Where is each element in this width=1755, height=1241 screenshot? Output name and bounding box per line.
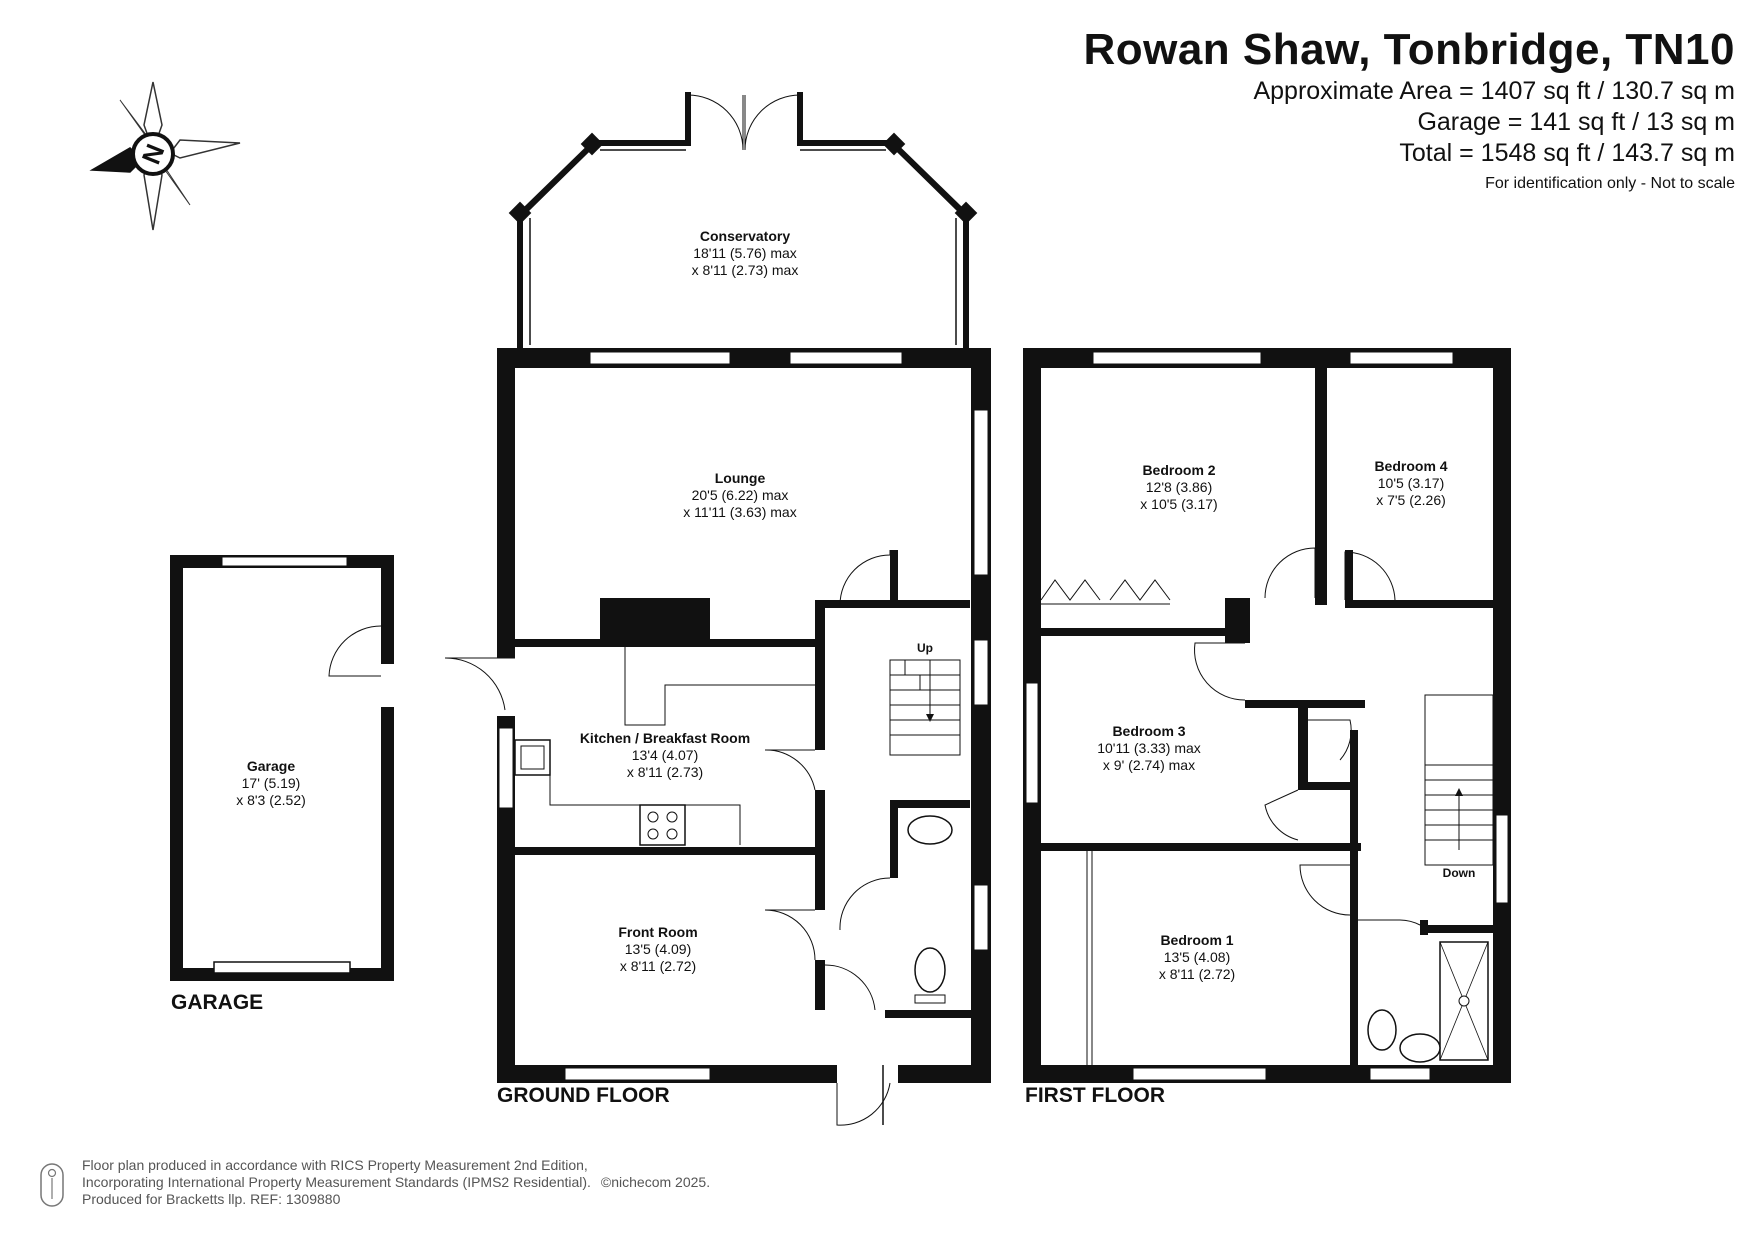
garage-wall-right bbox=[381, 555, 394, 664]
scale-note: For identification only - Not to scale bbox=[1485, 175, 1735, 192]
first-floor-plan: Down Bedroom 2 12'8 (3.86) x 10'5 (3.17)… bbox=[1023, 348, 1511, 1107]
bedroom3-room-dim2: x 9' (2.74) max bbox=[1103, 757, 1195, 773]
first-wall-right bbox=[1493, 348, 1511, 1083]
kitchen-room-dim2: x 8'11 (2.73) bbox=[627, 764, 703, 780]
front-room-name: Front Room bbox=[618, 924, 697, 940]
lounge-room-dim1: 20'5 (6.22) max bbox=[692, 487, 789, 503]
stairs-down-label: Down bbox=[1443, 866, 1476, 880]
ground-floor-label: GROUND FLOOR bbox=[497, 1084, 670, 1107]
ground-stairs bbox=[889, 659, 961, 756]
toilet-icon bbox=[914, 947, 946, 993]
bed4-window-top bbox=[1349, 351, 1454, 365]
bed2-window-top bbox=[1092, 351, 1262, 365]
basin-icon bbox=[907, 815, 953, 845]
first-wall-bottom bbox=[1023, 1065, 1511, 1083]
ground-floor-plan: Conservatory 18'11 (5.76) max x 8'11 (2.… bbox=[444, 92, 991, 1126]
garage-side-door-swing bbox=[328, 625, 382, 677]
approx-area: Approximate Area = 1407 sq ft / 130.7 sq… bbox=[1253, 77, 1735, 105]
ground-wall-top bbox=[497, 348, 991, 368]
landing-window-right bbox=[1495, 814, 1509, 904]
bathroom-fittings bbox=[1367, 941, 1489, 1063]
kitchen-room-name: Kitchen / Breakfast Room bbox=[580, 730, 750, 746]
bedroom1-room-dim2: x 8'11 (2.72) bbox=[1159, 966, 1235, 982]
garage-wall-left bbox=[170, 555, 183, 981]
bedroom2-room-dim2: x 10'5 (3.17) bbox=[1140, 496, 1217, 512]
bed3-window-left bbox=[1025, 682, 1039, 804]
wc-fittings bbox=[907, 815, 953, 1004]
ground-wall-bottom-right bbox=[898, 1065, 991, 1083]
first-stairs bbox=[1424, 694, 1494, 866]
footer-line1: Floor plan produced in accordance with R… bbox=[82, 1157, 588, 1173]
footer-line3: Produced for Bracketts llp. REF: 1309880 bbox=[82, 1191, 341, 1207]
bedroom4-room-dim2: x 7'5 (2.26) bbox=[1376, 492, 1446, 508]
garage-window-top bbox=[221, 556, 348, 567]
lounge-slider bbox=[789, 351, 903, 365]
hall-window-right bbox=[973, 639, 989, 706]
bedroom2-room-dim1: 12'8 (3.86) bbox=[1146, 479, 1213, 495]
bath-window-bottom bbox=[1369, 1067, 1431, 1081]
first-floor-label: FIRST FLOOR bbox=[1025, 1084, 1165, 1107]
toilet-icon-first bbox=[1367, 1009, 1397, 1051]
conservatory-room-name: Conservatory bbox=[700, 228, 790, 244]
front-room-dim2: x 8'11 (2.72) bbox=[620, 958, 696, 974]
wc-window-right bbox=[973, 884, 989, 951]
conservatory-room-dim1: 18'11 (5.76) max bbox=[693, 245, 797, 261]
front-room-dim1: 13'5 (4.09) bbox=[625, 941, 692, 957]
garage-room-dim1: 17' (5.19) bbox=[242, 775, 301, 791]
bedroom1-room-dim1: 13'5 (4.08) bbox=[1164, 949, 1231, 965]
bedroom2-room-name: Bedroom 2 bbox=[1142, 462, 1215, 478]
footer: Floor plan produced in accordance with R… bbox=[82, 1157, 710, 1208]
hob-icon bbox=[639, 804, 686, 846]
garage-floor-label: GARAGE bbox=[171, 991, 263, 1014]
lounge-window-top bbox=[589, 351, 731, 365]
kitchen-sink-icon bbox=[514, 739, 551, 776]
kitchen-window-left bbox=[498, 727, 514, 809]
footer-line2: Incorporating International Property Mea… bbox=[82, 1174, 591, 1190]
garage-room-name: Garage bbox=[247, 758, 295, 774]
compass-icon: N bbox=[89, 81, 241, 231]
person-icon bbox=[40, 1163, 64, 1207]
lounge-window-right bbox=[973, 409, 989, 576]
total-area: Total = 1548 sq ft / 143.7 sq m bbox=[1399, 139, 1735, 167]
conservatory-walls bbox=[508, 92, 978, 355]
lounge-room-dim2: x 11'11 (3.63) max bbox=[683, 504, 796, 520]
ground-door-left bbox=[497, 658, 515, 716]
garage-door-bottom bbox=[213, 961, 351, 974]
garage-area: Garage = 141 sq ft / 13 sq m bbox=[1417, 108, 1735, 136]
basin-icon-first bbox=[1399, 1033, 1441, 1063]
property-title: Rowan Shaw, Tonbridge, TN10 bbox=[1083, 25, 1735, 74]
garage-wall-right-lower bbox=[381, 707, 394, 981]
footer-copyright: ©nichecom 2025. bbox=[600, 1174, 711, 1190]
stairs-up-label: Up bbox=[917, 641, 933, 655]
bedroom3-room-name: Bedroom 3 bbox=[1112, 723, 1185, 739]
kitchen-units bbox=[514, 647, 815, 846]
garage-room-dim2: x 8'3 (2.52) bbox=[236, 792, 306, 808]
kitchen-room-dim1: 13'4 (4.07) bbox=[632, 747, 699, 763]
garage-plan: Garage 17' (5.19) x 8'3 (2.52) GARAGE bbox=[170, 555, 394, 1014]
front-room-window-bottom bbox=[564, 1067, 711, 1081]
conservatory-room-dim2: x 8'11 (2.73) max bbox=[692, 262, 799, 278]
bed1-window-bottom bbox=[1132, 1067, 1267, 1081]
lounge-room-name: Lounge bbox=[715, 470, 766, 486]
bedroom4-room-dim1: 10'5 (3.17) bbox=[1378, 475, 1445, 491]
header: Rowan Shaw, Tonbridge, TN10 Approximate … bbox=[1083, 24, 1735, 199]
bedroom3-room-dim1: 10'11 (3.33) max bbox=[1097, 740, 1201, 756]
bedroom4-room-name: Bedroom 4 bbox=[1374, 458, 1447, 474]
bedroom1-room-name: Bedroom 1 bbox=[1160, 932, 1233, 948]
